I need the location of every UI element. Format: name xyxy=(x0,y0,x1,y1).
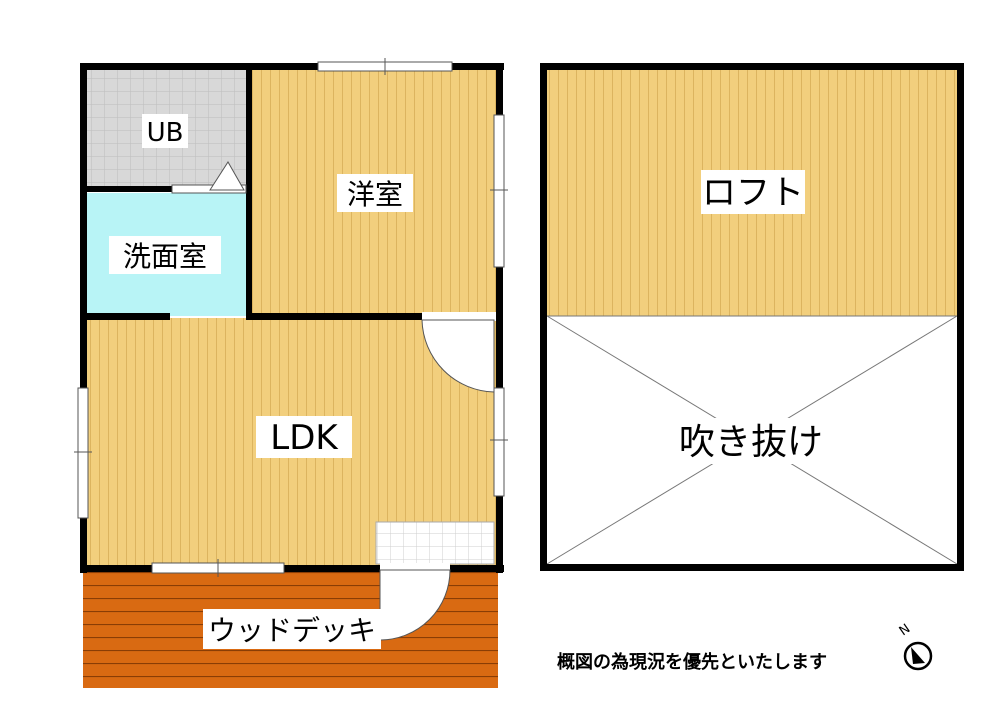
walls-right xyxy=(540,63,964,571)
disclaimer-note: 概図の為現況を優先といたします xyxy=(557,651,827,673)
compass-icon: N xyxy=(897,621,933,671)
ldk-label-bg xyxy=(256,416,352,458)
western-room-label: 洋室 xyxy=(347,178,403,211)
loft-label-bg xyxy=(701,170,805,214)
ldk-label: LDK xyxy=(270,418,339,458)
washroom-label-bg xyxy=(109,236,221,274)
ub-label-bg xyxy=(142,114,188,148)
wood-deck-label-bg xyxy=(203,609,381,649)
ub-label: UB xyxy=(147,118,184,148)
wood-deck-label: ウッドデッキ xyxy=(208,614,376,647)
walls-left xyxy=(80,63,504,573)
compass-north-label: N xyxy=(897,621,914,639)
loft-label: ロフト xyxy=(702,173,804,213)
windows xyxy=(74,58,508,577)
western-room-label-bg xyxy=(337,174,413,212)
entrance-tile xyxy=(375,521,495,565)
washroom-label: 洗面室 xyxy=(123,240,207,273)
atrium-label: 吹き抜け xyxy=(679,422,823,463)
atrium-label-bg xyxy=(670,418,832,464)
doors xyxy=(209,161,496,642)
